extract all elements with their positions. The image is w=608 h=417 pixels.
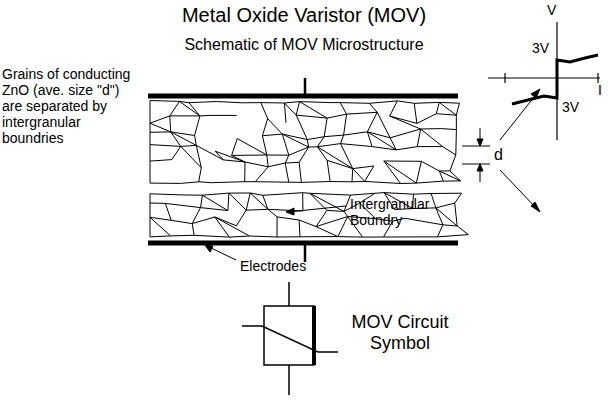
grain-boundaries [150, 193, 468, 238]
grain-note: Grains of conducting ZnO (ave. size "d")… [2, 66, 142, 146]
vi-curve [488, 22, 600, 140]
zno-grains [150, 101, 468, 238]
electrodes [148, 78, 458, 262]
callout-label: Intergranular Boundry [350, 196, 460, 228]
grain-boundaries [150, 101, 461, 184]
subtitle: Schematic of MOV Microstructure [154, 36, 454, 54]
callout-label: Electrodes [240, 258, 306, 274]
title: Metal Oxide Varistor (MOV) [104, 4, 504, 27]
varistor-symbol [242, 282, 338, 395]
voltage-label: 3V [532, 40, 549, 56]
grain-size-marker [462, 89, 540, 212]
voltage-label: 3V [562, 99, 579, 115]
leader-lines [205, 206, 346, 260]
axis-label: I [598, 82, 602, 98]
dimension-label: d [494, 146, 503, 164]
symbol-caption: MOV Circuit Symbol [340, 312, 460, 353]
axis-label: V [547, 2, 556, 18]
